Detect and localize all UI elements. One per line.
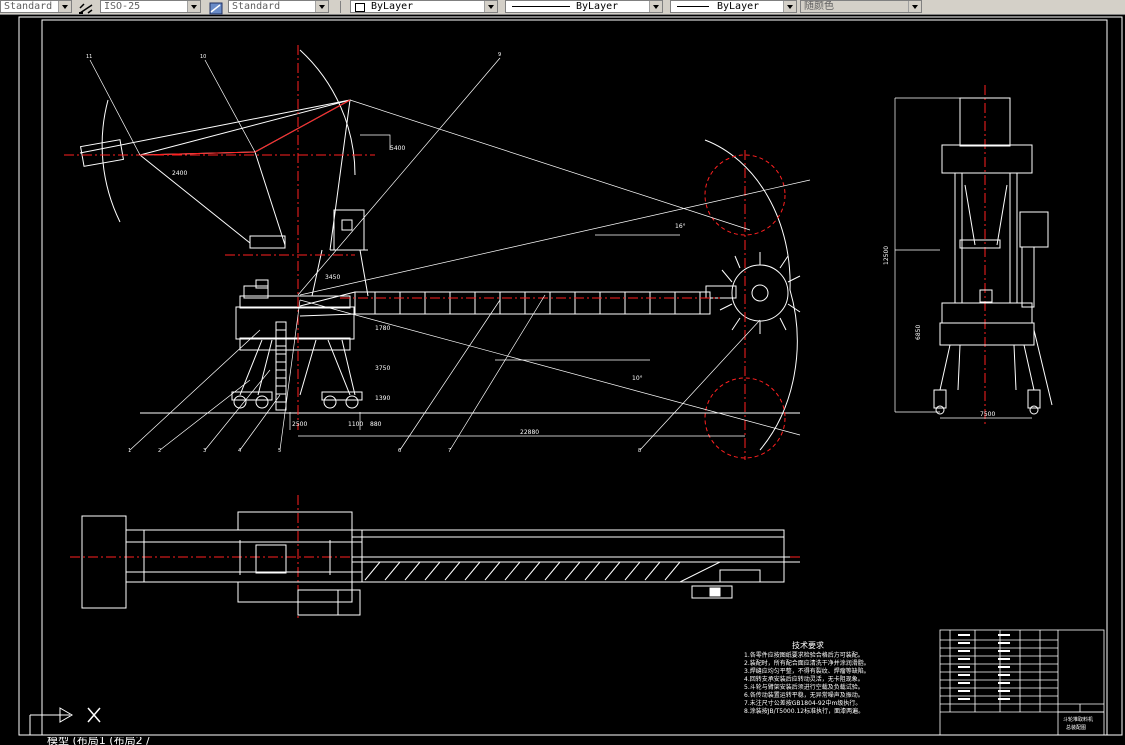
dimension-labels: 22880 3450 2500 1100 880 5400 16° 10° 24…	[172, 145, 995, 436]
dim-a: 3450	[325, 274, 340, 281]
balloon-5: 5	[278, 448, 281, 454]
leader-lines	[89, 57, 1032, 451]
bucket-wheel	[705, 252, 801, 334]
plot-style-combo[interactable]: 随颜色	[800, 0, 922, 13]
drawing-frame	[18, 16, 1123, 736]
main-boom	[299, 291, 711, 317]
title-block-subtitle: 总装配图	[1066, 724, 1086, 731]
dim-overall-length: 22880	[520, 429, 539, 436]
tech-line: 6.各传动装置运转平稳，无异常噪声及振动。	[744, 691, 864, 699]
color-combo[interactable]: ByLayer	[350, 0, 498, 13]
table-style-combo[interactable]: Standard	[228, 0, 329, 13]
balloon-11: 11	[86, 54, 92, 60]
table-style-icon[interactable]	[208, 0, 224, 15]
technical-requirements: 技术要求 1.各零件应按图纸要求检验合格后方可装配。 2.装配时，所有配合面应清…	[744, 640, 870, 715]
chevron-down-icon	[908, 1, 921, 12]
lineweight-sample-icon	[677, 6, 709, 7]
color-value: ByLayer	[371, 1, 414, 12]
tech-line: 5.斗轮与臂架安装后须进行空载及负载试验。	[744, 683, 864, 691]
tech-line: 8.涂装按JB/T5000.12标准执行，面漆两遍。	[744, 707, 864, 715]
dim-e: 1780	[375, 325, 390, 332]
balloon-1: 1	[128, 448, 131, 454]
balloon-10: 10	[200, 54, 206, 60]
chevron-down-icon	[187, 1, 200, 12]
dim-g: 1390	[375, 395, 390, 402]
dim-boom-top: 5400	[390, 145, 405, 152]
balloon-6: 6	[398, 448, 401, 454]
linetype-value: ByLayer	[576, 1, 619, 12]
dimension-style-combo[interactable]: ISO-25	[100, 0, 201, 13]
tech-line: 7.未注尺寸公差按GB1804-92中m级执行。	[744, 699, 861, 707]
plot-style-value: 随颜色	[804, 1, 834, 12]
dim-angle-down: 10°	[632, 375, 643, 382]
toolbar-separator	[340, 1, 341, 13]
tech-line: 4.回转支承安装后应转动灵活，无卡阻现象。	[744, 675, 864, 683]
balloon-4: 4	[238, 448, 241, 454]
dim-base-width: 7500	[980, 411, 995, 418]
centerlines	[64, 45, 986, 620]
title-block-name: 斗轮堆取料机	[1063, 716, 1093, 723]
drawing-canvas[interactable]: 22880 3450 2500 1100 880 5400 16° 10° 24…	[0, 15, 1125, 737]
dim-front-width: 2400	[172, 170, 187, 177]
text-style-value: Standard	[4, 1, 53, 12]
dimension-style-value: ISO-25	[104, 1, 141, 12]
plan-view	[81, 511, 800, 616]
dim-angle-up: 16°	[675, 223, 686, 230]
linetype-combo[interactable]: ByLayer	[505, 0, 663, 13]
balloon-7: 7	[448, 448, 451, 454]
chevron-down-icon	[649, 1, 662, 12]
layout-tabs-label: 模型 (布局1 (布局2 /	[47, 737, 150, 745]
balloon-2: 2	[158, 448, 161, 454]
lineweight-value: ByLayer	[717, 1, 760, 12]
dim-b: 2500	[292, 421, 307, 428]
tech-line: 1.各零件应按图纸要求检验合格后方可装配。	[744, 651, 864, 659]
tech-line: 3.焊缝应均匀平整，不得有裂纹、焊瘤等缺陷。	[744, 667, 870, 675]
dim-height-right2: 6850	[915, 325, 922, 340]
dimension-style-icon[interactable]	[78, 0, 94, 14]
part-balloons: 11 10 9 1 2 3 4 5 6 7 8	[86, 52, 641, 454]
dim-f: 3750	[375, 365, 390, 372]
dim-height-right: 12500	[883, 246, 890, 265]
tech-line: 2.装配时，所有配合面应清洗干净并涂润滑脂。	[744, 659, 870, 667]
chevron-down-icon	[58, 1, 71, 12]
chevron-down-icon	[484, 1, 497, 12]
dim-d: 880	[370, 421, 382, 428]
travel-wheels	[231, 391, 363, 409]
balloon-9: 9	[498, 52, 501, 58]
title-block	[939, 629, 1105, 736]
layout-tabs[interactable]: 模型 (布局1 (布局2 /	[47, 737, 150, 745]
balloon-8: 8	[638, 448, 641, 454]
ucs-icon	[29, 707, 101, 735]
chevron-down-icon	[315, 1, 328, 12]
chevron-down-icon	[783, 1, 796, 12]
tech-title: 技术要求	[792, 640, 824, 650]
properties-toolbar: Standard ISO-25 Standard ByLayer ByLayer…	[0, 0, 1125, 15]
front-elevation-view	[933, 97, 1053, 415]
linetype-sample-icon	[512, 6, 570, 7]
lineweight-combo[interactable]: ByLayer	[670, 0, 797, 13]
balloon-3: 3	[203, 448, 206, 454]
table-style-value: Standard	[232, 1, 281, 12]
color-swatch-icon	[355, 3, 365, 12]
text-style-combo[interactable]: Standard	[0, 0, 72, 13]
dim-c: 1100	[348, 421, 363, 428]
